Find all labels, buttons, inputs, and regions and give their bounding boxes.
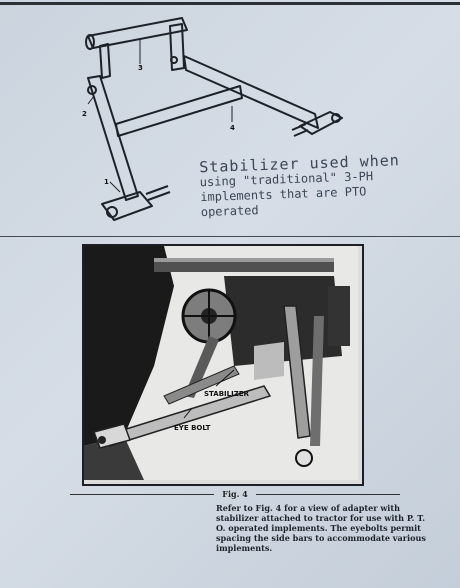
callout-1: 1 <box>104 178 109 186</box>
top-divider <box>0 2 460 5</box>
tractor-photo: STABILIZER EYE BOLT <box>82 244 364 486</box>
figure-dash-right <box>255 493 401 495</box>
figure-label: Fig. 4 <box>222 489 248 499</box>
handwritten-note: Stabilizer used when using "traditional"… <box>199 151 441 220</box>
eye-bolt-label: EYE BOLT <box>174 424 211 432</box>
callout-4: 4 <box>230 124 235 132</box>
callout-3: 3 <box>138 64 143 72</box>
figure-dash-left <box>70 493 215 495</box>
middle-divider <box>0 236 460 237</box>
callout-2: 2 <box>82 110 87 118</box>
figure-caption: Refer to Fig. 4 for a view of adapter wi… <box>216 503 426 553</box>
stabilizer-label: STABILIZER <box>204 390 250 398</box>
figure-label-row: Fig. 4 <box>70 487 401 501</box>
stabilizer-drawing: 3 2 4 1 <box>82 17 343 221</box>
